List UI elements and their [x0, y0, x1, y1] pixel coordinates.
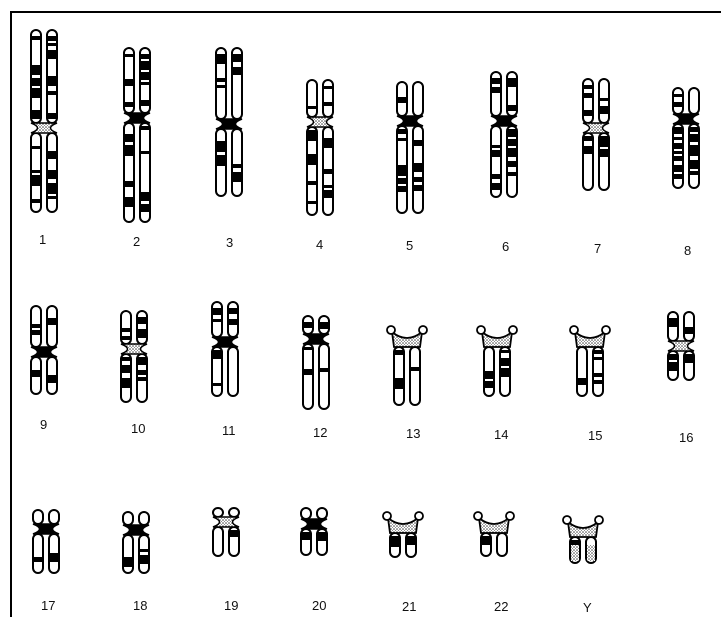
chromosome-11 — [212, 302, 238, 396]
chromosome-label: 13 — [406, 426, 420, 441]
chromosome-label: Y — [583, 600, 592, 615]
chromosome-label: 12 — [313, 425, 327, 440]
chromosome-label: 3 — [226, 235, 233, 250]
chromosome-label: 14 — [494, 427, 508, 442]
chromosome-label: 22 — [494, 599, 508, 614]
chromosome-label: 4 — [316, 237, 323, 252]
chromosome-label: 8 — [684, 243, 691, 258]
chromosome-21 — [383, 512, 423, 557]
chromosome-label: 6 — [502, 239, 509, 254]
chromosome-label: 17 — [41, 598, 55, 613]
chromosome-4 — [307, 80, 333, 215]
chromosome-label: 2 — [133, 234, 140, 249]
chromosome-label: 7 — [594, 241, 601, 256]
chromosome-18 — [123, 512, 149, 573]
chromosome-Y — [563, 516, 603, 563]
chromosome-15 — [570, 326, 610, 396]
chromosome-label: 19 — [224, 598, 238, 613]
chromosome-1 — [31, 30, 57, 212]
chromosome-19 — [213, 508, 239, 556]
chromosome-12 — [303, 316, 329, 409]
chromosome-2 — [124, 48, 150, 222]
chromosome-label: 9 — [40, 417, 47, 432]
chromosome-label: 21 — [402, 599, 416, 614]
chromosome-label: 10 — [131, 421, 145, 436]
chromosome-7 — [583, 79, 609, 190]
chromosome-label: 1 — [39, 232, 46, 247]
chromosome-13 — [387, 326, 427, 405]
chromosome-9 — [31, 306, 57, 394]
chromosome-10 — [121, 311, 147, 402]
chromosome-14 — [477, 326, 517, 396]
chromosome-8 — [673, 88, 699, 188]
chromosome-label: 20 — [312, 598, 326, 613]
chromosome-20 — [301, 508, 327, 555]
chromosome-label: 15 — [588, 428, 602, 443]
chromosome-label: 18 — [133, 598, 147, 613]
chromosome-label: 11 — [222, 423, 236, 438]
chromosome-22 — [474, 512, 514, 556]
chromosome-5 — [397, 82, 423, 213]
chromosome-17 — [33, 510, 59, 573]
chromosome-label: 16 — [679, 430, 693, 445]
chromosome-3 — [216, 48, 242, 196]
chromosome-16 — [668, 312, 694, 380]
chromosome-label: 5 — [406, 238, 413, 253]
chromosome-6 — [491, 72, 517, 197]
